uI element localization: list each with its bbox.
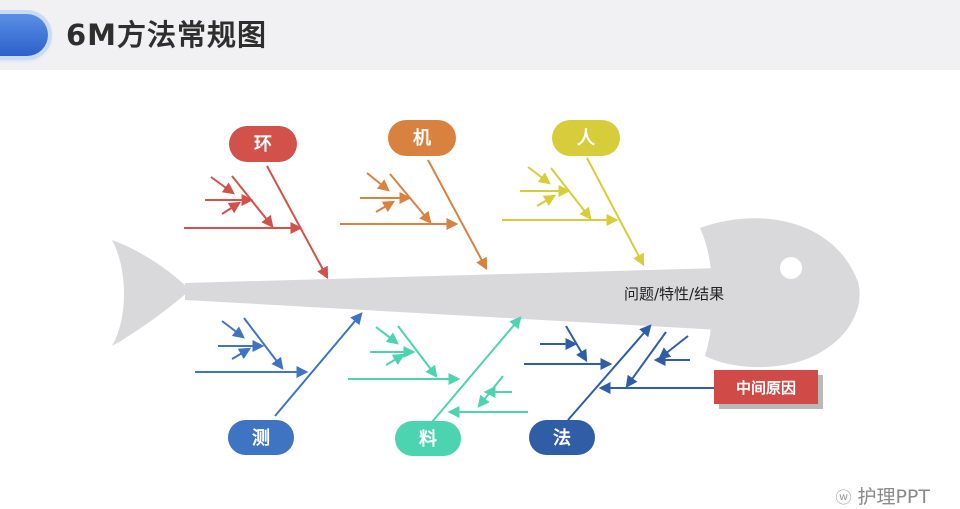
branch-method (524, 324, 714, 421)
branch-measurement (195, 312, 363, 417)
slide-title: 6M方法常规图 (66, 18, 268, 52)
category-measurement: 测 (228, 420, 294, 455)
svg-text:环: 环 (254, 134, 272, 155)
fish-spine (185, 268, 720, 330)
watermark-text: 护理PPT (857, 486, 930, 508)
svg-text:法: 法 (553, 427, 571, 449)
watermark: ⓦ 护理PPT (835, 482, 930, 509)
svg-text:料: 料 (419, 428, 437, 450)
fish-tail (112, 240, 190, 346)
middle-cause-box: 中间原因 (714, 370, 823, 409)
fish-shape (112, 218, 860, 368)
slide-header: 6M方法常规图 (0, 0, 960, 70)
effect-label: 问题/特性/结果 (624, 285, 724, 303)
fish-head (700, 218, 860, 368)
svg-text:人: 人 (577, 128, 596, 149)
branch-environment (184, 165, 329, 280)
category-method: 法 (529, 420, 595, 455)
category-material: 料 (395, 421, 461, 456)
fish-eye (780, 257, 802, 279)
branch-man (502, 157, 645, 267)
category-environment: 环 (229, 126, 297, 162)
svg-text:机: 机 (413, 128, 431, 149)
category-man: 人 (552, 120, 620, 156)
category-machine: 机 (388, 120, 456, 156)
svg-text:测: 测 (252, 427, 270, 449)
svg-text:中间原因: 中间原因 (736, 379, 796, 397)
branch-machine (340, 159, 488, 271)
wechat-icon: ⓦ (835, 487, 852, 507)
header-decoration (0, 14, 48, 56)
branch-material (348, 316, 528, 423)
